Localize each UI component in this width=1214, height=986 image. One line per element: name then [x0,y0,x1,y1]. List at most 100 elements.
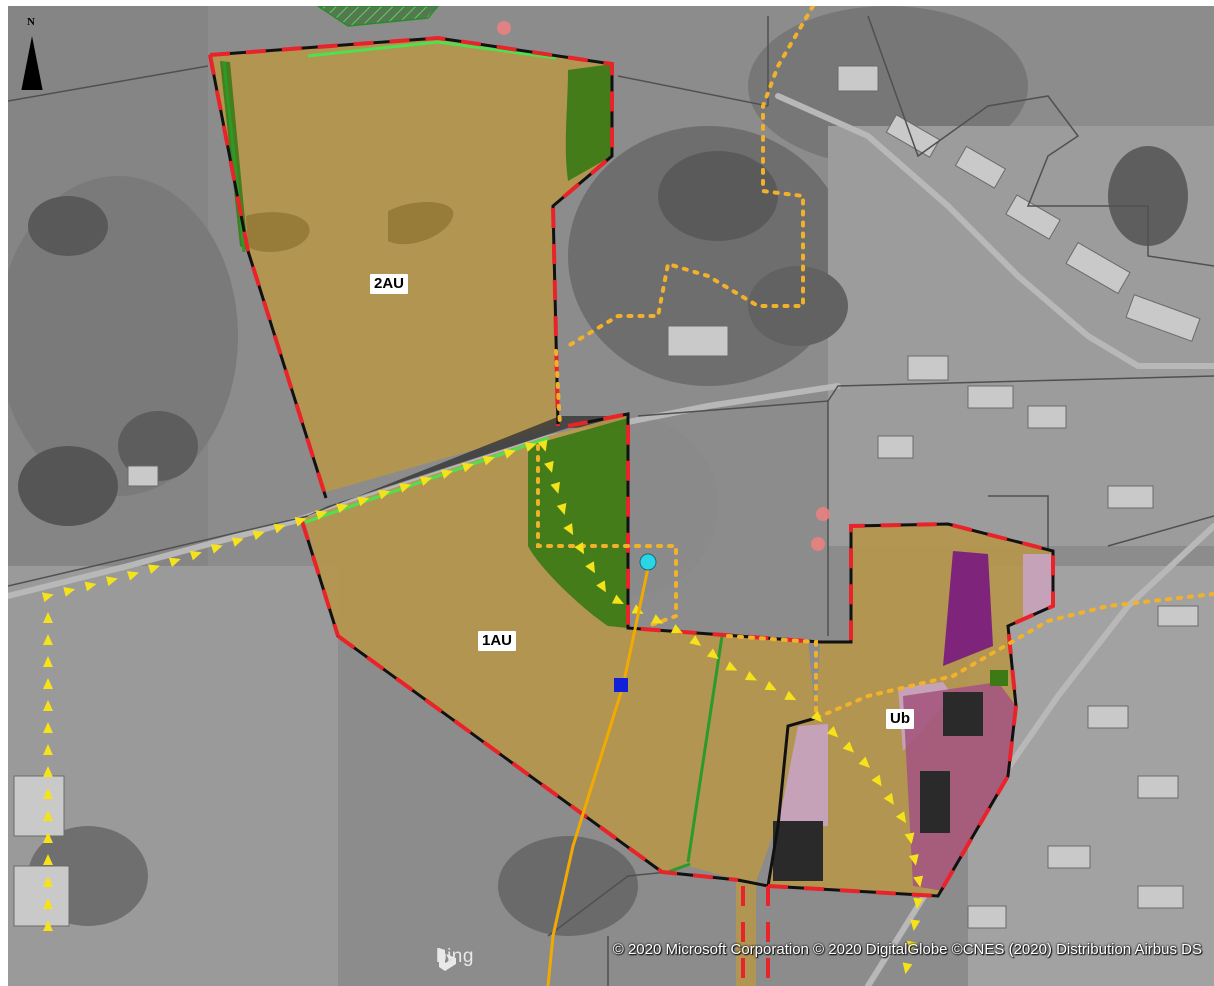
heritage-point-1[interactable] [816,507,830,521]
triangle-marker [744,671,757,681]
triangle-marker [189,550,202,561]
protected-area-hatched[interactable] [316,6,439,27]
triangle-marker [826,726,839,738]
parcel-dark-purple[interactable] [943,551,993,666]
woodland-2au[interactable] [565,64,612,181]
heritage-point-2[interactable] [811,537,825,551]
triangle-marker [883,792,894,805]
zone-2au-shade-2 [388,201,454,245]
triangle-marker [563,523,574,536]
triangle-marker [43,612,53,623]
triangle-marker [670,624,684,634]
triangle-marker [503,449,516,459]
triangle-marker [784,690,797,701]
triangle-marker [906,940,917,953]
triangle-marker [378,489,391,500]
map-attribution: © 2020 Microsoft Corporation © 2020 Digi… [612,941,1202,958]
heritage-point-top[interactable] [497,21,511,35]
bing-b-icon [439,948,456,971]
north-arrow-icon: N [19,14,45,90]
triangle-marker [41,592,54,603]
triangle-marker [908,854,919,866]
triangle-marker [574,542,585,555]
triangle-marker [43,744,54,755]
zone-label-ub: Ub [886,709,914,729]
triangle-marker [482,455,495,466]
triangle-marker [524,442,537,452]
pipeline-line[interactable] [546,567,650,986]
map-frame[interactable]: 2AU 1AU Ub N bing © 2020 Microsoft Corpo… [8,6,1214,986]
triangle-marker [461,462,474,473]
triangle-marker [764,680,777,691]
bing-logo-icon: bing [436,946,474,971]
triangle-marker [43,876,54,887]
triangle-marker [725,661,738,671]
triangle-marker [210,544,223,554]
triangle-marker [842,741,855,753]
triangle-marker [43,678,54,689]
triangle-marker [84,581,97,592]
triangle-marker [611,594,624,604]
triangle-marker [871,774,882,787]
triangle-marker [810,710,823,723]
triangle-marker [43,656,54,667]
dotted-path-orange[interactable] [536,6,1214,722]
north-arrow-shape [21,36,43,90]
triangle-markers [41,439,924,975]
zone-2au-shade-1 [246,212,310,252]
triangle-marker [550,481,560,494]
triangle-marker [42,920,53,932]
triangle-marker [689,635,702,646]
triangle-marker [913,897,924,910]
triangle-marker [913,875,924,888]
triangle-marker [420,476,433,486]
triangle-marker [631,604,644,614]
triangle-marker [231,537,244,547]
triangle-marker [252,530,265,541]
triangle-marker [147,564,160,574]
triangle-marker [706,648,719,660]
parcel-light-purple-top[interactable] [1023,554,1053,618]
zone-boundaries[interactable] [208,35,1055,986]
triangle-marker [315,510,328,520]
building-ub-1 [943,692,983,736]
parcel-light-purple-left[interactable] [778,724,828,826]
triangle-marker [63,587,76,597]
triangle-marker [43,898,54,909]
triangle-marker [399,483,412,493]
triangle-marker [895,811,907,824]
building-ub-3 [773,821,823,881]
triangle-marker [596,580,606,593]
woodland-1au[interactable] [528,418,628,628]
cyan-point[interactable] [639,553,657,571]
triangle-marker [43,634,54,646]
woodland-small-ub[interactable] [990,670,1008,686]
triangle-marker [858,756,870,768]
triangle-marker [126,571,139,581]
triangle-marker [544,460,554,473]
bing-text: bing [436,946,474,967]
triangle-marker [105,576,118,587]
map-canvas[interactable] [8,6,1214,986]
zone-2au-area[interactable] [210,38,612,492]
north-letter: N [27,16,35,28]
zone-label-1au: 1AU [478,631,517,651]
triangle-marker [585,561,596,574]
zone-label-2au: 2AU [370,274,409,294]
triangle-marker [294,517,307,527]
triangle-marker [43,766,54,777]
triangle-marker [43,854,54,865]
triangle-marker [43,722,54,733]
triangle-marker [273,523,286,534]
triangle-marker [43,788,54,799]
triangle-marker [904,832,915,845]
triangle-marker [440,469,453,480]
zone-1au-area[interactable] [304,414,816,882]
access-strip[interactable] [736,882,756,986]
triangle-marker [43,700,54,711]
triangle-marker [357,496,370,507]
parcel-magenta[interactable] [903,682,1016,891]
triangle-marker [910,919,921,931]
blue-point[interactable] [614,678,628,692]
triangle-marker [43,810,54,821]
